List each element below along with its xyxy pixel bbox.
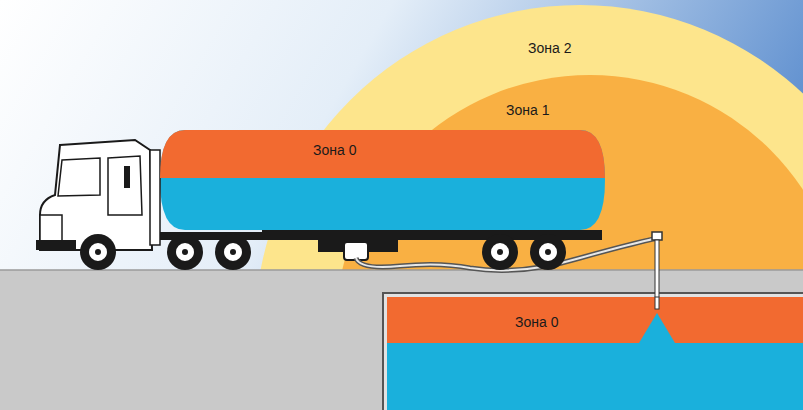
mirror [124,166,130,188]
hub [223,242,243,262]
vapour-zone: Зона 0 [160,130,605,178]
hub-centre [545,249,551,255]
wheels [80,234,566,270]
zone-shape [160,130,605,178]
tyre [530,234,566,270]
zone-label: Зона 2 [528,40,571,56]
hub [538,242,558,262]
hub [490,242,510,262]
vapour-zone: Зона 0 [387,297,803,343]
bumper [36,240,76,250]
fill-pipe-lower [655,297,659,309]
pump-outlet [344,242,368,260]
hub [88,242,108,262]
underground-tank-liquid [387,297,803,410]
zone-label: Зона 0 [313,142,356,158]
zone-shape [387,297,803,343]
hub [175,242,195,262]
truck-cab [40,140,152,250]
underground-tank-housing [383,293,803,410]
exhaust [150,150,160,245]
tank-body [160,130,605,230]
cab-window [58,158,100,196]
tyre [215,234,251,270]
tyre [482,234,518,270]
hub-centre [230,249,236,255]
ground-line [0,269,803,271]
tyre [167,234,203,270]
hub-centre [182,249,188,255]
cab-door [108,156,142,215]
tyre [80,234,116,270]
fill-pipe [655,240,659,300]
zone-label: Зона 1 [506,102,549,118]
hub-centre [497,249,503,255]
zone-label: Зона 0 [515,314,558,330]
fill-cap [652,232,662,240]
hub-centre [95,249,101,255]
